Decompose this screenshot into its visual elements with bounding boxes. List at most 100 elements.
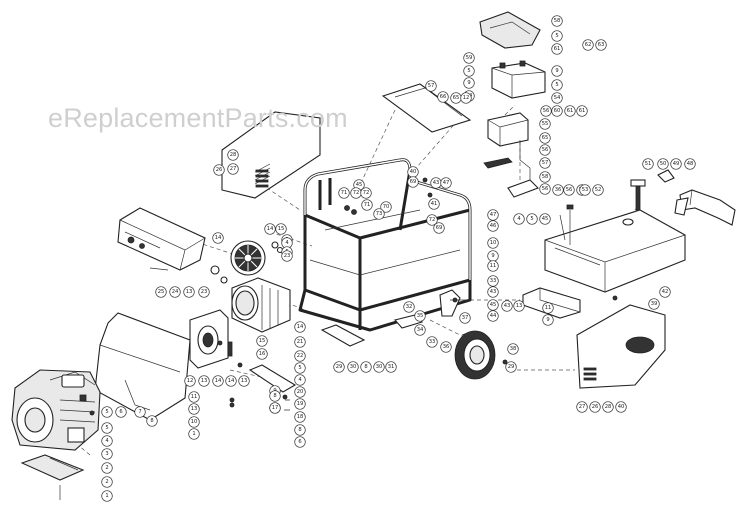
callout-14: 14 <box>225 375 237 387</box>
callout-bubble <box>551 79 563 91</box>
callout-number: 70 <box>383 204 390 210</box>
callout-number: 5 <box>105 425 108 431</box>
callout-number: 60 <box>554 108 561 114</box>
callout-5: 5 <box>526 213 538 225</box>
callout-number: 5 <box>298 365 301 371</box>
alternator-stator <box>231 277 291 333</box>
callout-bubble <box>459 312 471 324</box>
callout-bubble <box>460 92 472 104</box>
callout-bubble <box>551 15 563 27</box>
callout-number: 15 <box>259 338 266 344</box>
callout-bubble <box>360 361 372 373</box>
callout-13: 13 <box>188 403 200 415</box>
callout-number: 15 <box>278 226 285 232</box>
callout-47: 47 <box>440 177 452 189</box>
callout-bubble <box>227 149 239 161</box>
callout-bubble <box>487 275 499 287</box>
callout-number: 13 <box>191 406 198 412</box>
callout-5: 5 <box>101 422 113 434</box>
callout-number: 9 <box>546 317 549 323</box>
callout-65: 65 <box>450 92 462 104</box>
callout-number: 34 <box>417 327 424 333</box>
callout-bubble <box>101 422 113 434</box>
engine-base-plate <box>20 454 85 481</box>
callout-bubble <box>294 321 306 333</box>
callout-bubble <box>256 335 268 347</box>
callout-number: 13 <box>516 303 523 309</box>
callout-bubble <box>212 375 224 387</box>
callout-23: 23 <box>198 286 210 298</box>
tank-handle <box>679 189 736 226</box>
callout-number: 1 <box>105 493 108 499</box>
callout-bubble <box>433 222 445 234</box>
callout-number: 45 <box>542 216 549 222</box>
callout-bubble <box>373 361 385 373</box>
callout-5: 5 <box>101 406 113 418</box>
callout-number: 25 <box>158 289 165 295</box>
callout-number: 23 <box>201 289 208 295</box>
callout-33: 33 <box>487 275 499 287</box>
callout-number: 66 <box>440 94 447 100</box>
callout-61: 61 <box>576 105 588 117</box>
callout-number: 17 <box>272 405 279 411</box>
callout-8: 8 <box>294 424 306 436</box>
control-box <box>117 207 206 271</box>
callout-number: 56 <box>543 108 550 114</box>
callout-bubble <box>101 448 113 460</box>
callout-13: 13 <box>238 375 250 387</box>
callout-48: 48 <box>684 158 696 170</box>
callout-bubble <box>589 401 601 413</box>
callout-bubble <box>551 30 563 42</box>
callout-bubble <box>425 80 437 92</box>
callout-number: 43 <box>504 303 511 309</box>
callout-number: 28 <box>230 152 237 158</box>
left-side-shroud <box>221 111 321 199</box>
callout-59: 59 <box>463 52 475 64</box>
callout-25: 25 <box>155 286 167 298</box>
callout-43: 43 <box>501 300 513 312</box>
callout-bubble <box>487 209 499 221</box>
end-bell-housing <box>189 309 233 369</box>
callout-number: 47 <box>443 180 450 186</box>
callout-number: 50 <box>660 161 667 167</box>
callout-bubble <box>169 286 181 298</box>
callout-number: 8 <box>364 364 367 370</box>
callout-number: 2 <box>105 465 108 471</box>
callout-32: 32 <box>403 301 415 313</box>
callout-number: 45 <box>490 302 497 308</box>
callout-number: 11 <box>545 305 552 311</box>
callout-bubble <box>501 300 513 312</box>
callout-4: 4 <box>101 435 113 447</box>
callout-number: 59 <box>466 55 473 61</box>
callout-number: 5 <box>555 33 558 39</box>
battery-cover <box>479 11 541 49</box>
callout-number: 65 <box>542 135 549 141</box>
callout-bubble <box>551 43 563 55</box>
callout-number: 42 <box>662 289 669 295</box>
callout-number: 61 <box>567 108 574 114</box>
callout-number: 9 <box>555 68 558 74</box>
callout-22: 22 <box>294 350 306 362</box>
callout-number: 10 <box>191 419 198 425</box>
callout-bubble <box>579 184 591 196</box>
callout-bubble <box>294 436 306 448</box>
callout-bubble <box>657 158 669 170</box>
callout-number: 27 <box>230 166 237 172</box>
callout-bubble <box>487 237 499 249</box>
callout-number: 18 <box>297 414 304 420</box>
callout-bubble <box>487 310 499 322</box>
callout-1: 1 <box>101 490 113 502</box>
callout-50: 50 <box>657 158 669 170</box>
callout-bubble <box>294 374 306 386</box>
callout-72: 72 <box>360 187 372 199</box>
callout-35: 35 <box>414 310 426 322</box>
callout-bubble <box>539 183 551 195</box>
callout-57: 57 <box>425 80 437 92</box>
callout-bubble <box>440 177 452 189</box>
callout-bubble <box>463 65 475 77</box>
generator-fan <box>230 240 266 276</box>
callout-bubble <box>670 158 682 170</box>
callout-bubble <box>385 361 397 373</box>
callout-bubble <box>414 310 426 322</box>
